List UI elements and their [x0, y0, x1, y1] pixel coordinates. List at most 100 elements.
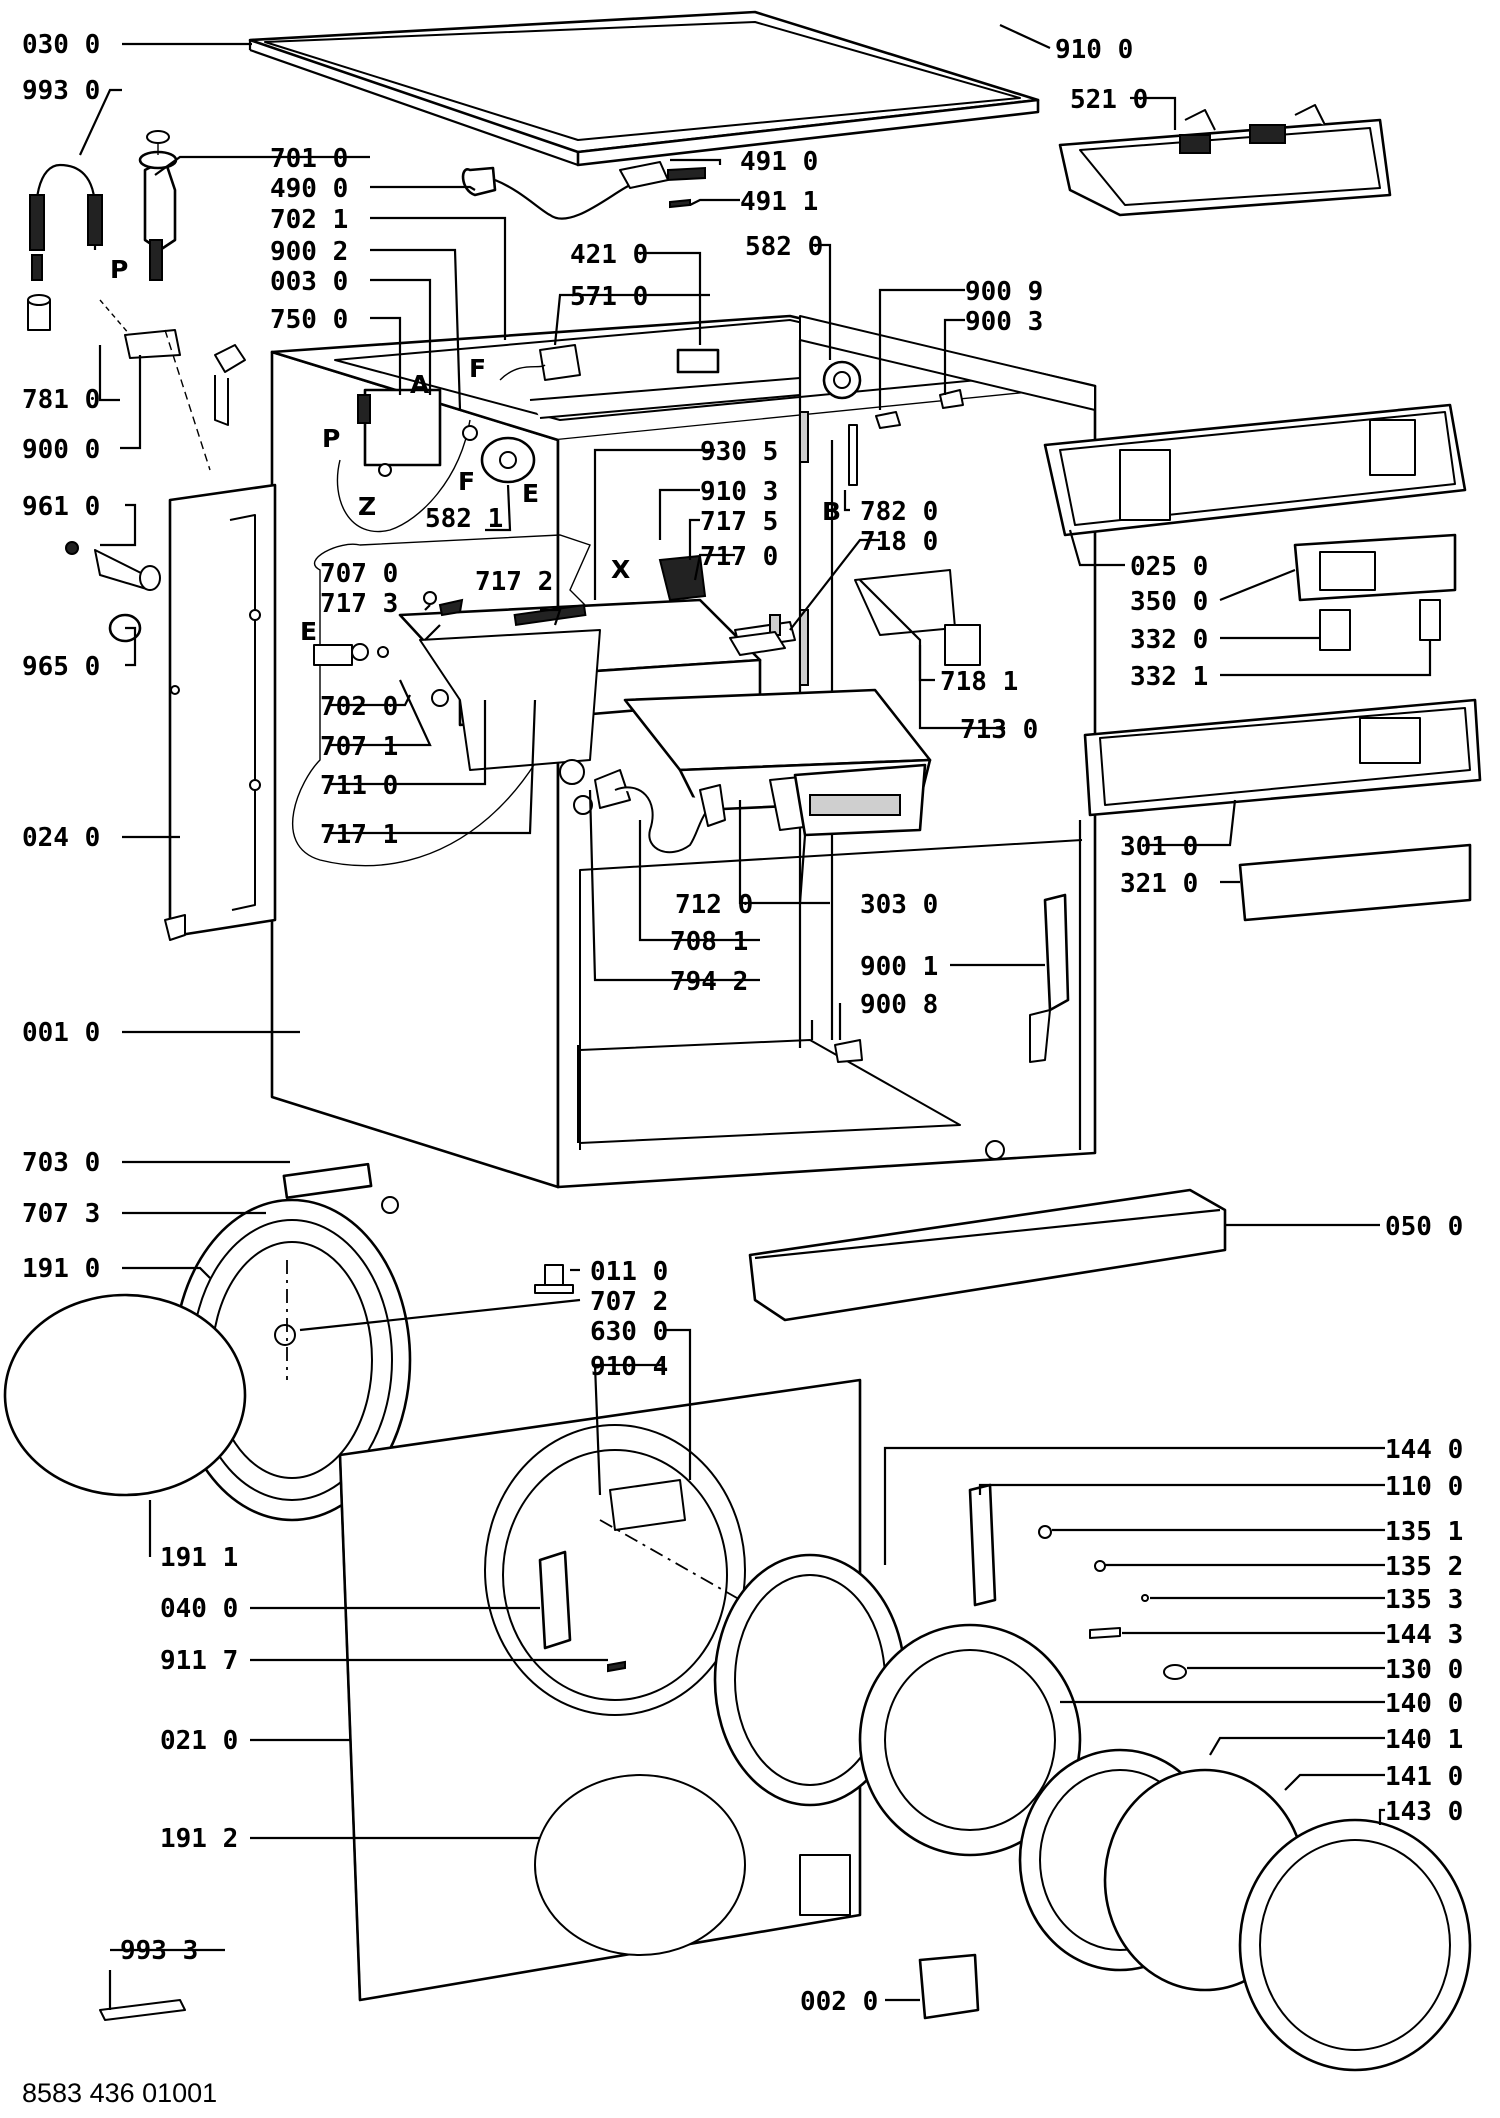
- callout: 582 0: [745, 232, 823, 262]
- callout: 141 0: [1385, 1762, 1463, 1792]
- callout: 781 0: [22, 385, 100, 415]
- callout: 794 2: [670, 967, 748, 997]
- callout: 191 0: [22, 1254, 100, 1284]
- callout: 491 1: [740, 187, 818, 217]
- callout: 900 1: [860, 952, 938, 982]
- callout: 713 0: [960, 715, 1038, 745]
- callout: 965 0: [22, 652, 100, 682]
- drawing-reference-number: 8583 436 01001: [22, 2078, 217, 2108]
- callout: 301 0: [1120, 832, 1198, 862]
- callout: 900 2: [270, 237, 348, 267]
- dispenser-drawing: [291, 534, 932, 867]
- callout: 910 0: [1055, 35, 1133, 65]
- callout: 144 0: [1385, 1435, 1463, 1465]
- callout: 140 0: [1385, 1689, 1463, 1719]
- callout: 144 3: [1385, 1620, 1463, 1650]
- callout: 332 0: [1130, 625, 1208, 655]
- callout: 130 0: [1385, 1655, 1463, 1685]
- marker-a: A: [410, 370, 430, 399]
- control-module-drawing: [1058, 104, 1392, 217]
- marker-p-top: P: [110, 255, 128, 284]
- callout: 993 0: [22, 76, 100, 106]
- callout: 708 1: [670, 927, 748, 957]
- callout: 003 0: [270, 267, 348, 297]
- callout: 521 0: [1070, 85, 1148, 115]
- callout: 135 1: [1385, 1517, 1463, 1547]
- callout: 040 0: [160, 1594, 238, 1624]
- callout: 900 9: [965, 277, 1043, 307]
- callout: 140 1: [1385, 1725, 1463, 1755]
- top-lid-drawing: [248, 10, 1040, 167]
- callout: 303 0: [860, 890, 938, 920]
- callout: 900 0: [22, 435, 100, 465]
- callout: 711 0: [320, 771, 398, 801]
- callout: 782 0: [860, 497, 938, 527]
- callout: 718 1: [940, 667, 1018, 697]
- callout: 718 0: [860, 527, 938, 557]
- callout: 993 3: [120, 1936, 198, 1966]
- callout: 050 0: [1385, 1212, 1463, 1242]
- callout: 110 0: [1385, 1472, 1463, 1502]
- callout: 900 3: [965, 307, 1043, 337]
- callout: 702 1: [270, 205, 348, 235]
- callout: 350 0: [1130, 587, 1208, 617]
- callout: 421 0: [570, 240, 648, 270]
- marker-e-right: E: [522, 479, 539, 508]
- callout: 321 0: [1120, 869, 1198, 899]
- callout: 582 1: [425, 504, 503, 534]
- callout: 717 5: [700, 507, 778, 537]
- callout: 001 0: [22, 1018, 100, 1048]
- marker-z: Z: [358, 492, 376, 521]
- callout: 900 8: [860, 990, 938, 1020]
- callout: 135 3: [1385, 1585, 1463, 1615]
- callout: 701 0: [270, 144, 348, 174]
- callout: 002 0: [800, 1987, 878, 2017]
- top-components-drawing: [27, 130, 964, 656]
- callout: 707 0: [320, 559, 398, 589]
- marker-f-lower: F: [458, 467, 475, 496]
- lower-parts-drawing: [748, 893, 1227, 1322]
- callout: 717 2: [475, 567, 553, 597]
- marker-b: B: [822, 497, 841, 526]
- callout: 717 0: [700, 542, 778, 572]
- callout: 030 0: [22, 30, 100, 60]
- door-assembly-drawing: [3, 1162, 1472, 2072]
- marker-p-left: P: [322, 424, 340, 453]
- callout: 191 2: [160, 1824, 238, 1854]
- callout: 961 0: [22, 492, 100, 522]
- callout: 490 0: [270, 174, 348, 204]
- marker-e-left: E: [300, 617, 317, 646]
- callout: 025 0: [1130, 552, 1208, 582]
- callout: 750 0: [270, 305, 348, 335]
- callout: 630 0: [590, 1317, 668, 1347]
- callout: 930 5: [700, 437, 778, 467]
- marker-x: X: [611, 555, 630, 584]
- callout: 910 3: [700, 477, 778, 507]
- back-panel-drawing: [164, 483, 277, 941]
- callout: 703 0: [22, 1148, 100, 1178]
- callout: 191 1: [160, 1543, 238, 1573]
- callout: 011 0: [590, 1257, 668, 1287]
- callout: 024 0: [22, 823, 100, 853]
- callout: 712 0: [675, 890, 753, 920]
- callout: 717 1: [320, 820, 398, 850]
- leader-lines: [79, 24, 1432, 2002]
- callout: 332 1: [1130, 662, 1208, 692]
- callout: 717 3: [320, 589, 398, 619]
- callout: 571 0: [570, 282, 648, 312]
- callout: 135 2: [1385, 1552, 1463, 1582]
- callout: 491 0: [740, 147, 818, 177]
- callout: 702 0: [320, 692, 398, 722]
- callout: 707 1: [320, 732, 398, 762]
- callout: 910 4: [590, 1352, 668, 1382]
- marker-f-upper: F: [469, 354, 486, 383]
- callout-labels: 030 0 993 0 701 0 490 0 702 1 900 2 003 …: [22, 30, 1463, 2017]
- callout: 707 2: [590, 1287, 668, 1317]
- callout: 021 0: [160, 1726, 238, 1756]
- callout: 143 0: [1385, 1797, 1463, 1827]
- callout: 911 7: [160, 1646, 238, 1676]
- callout: 707 3: [22, 1199, 100, 1229]
- letter-markers: P A P Z F F E E X B: [110, 255, 841, 646]
